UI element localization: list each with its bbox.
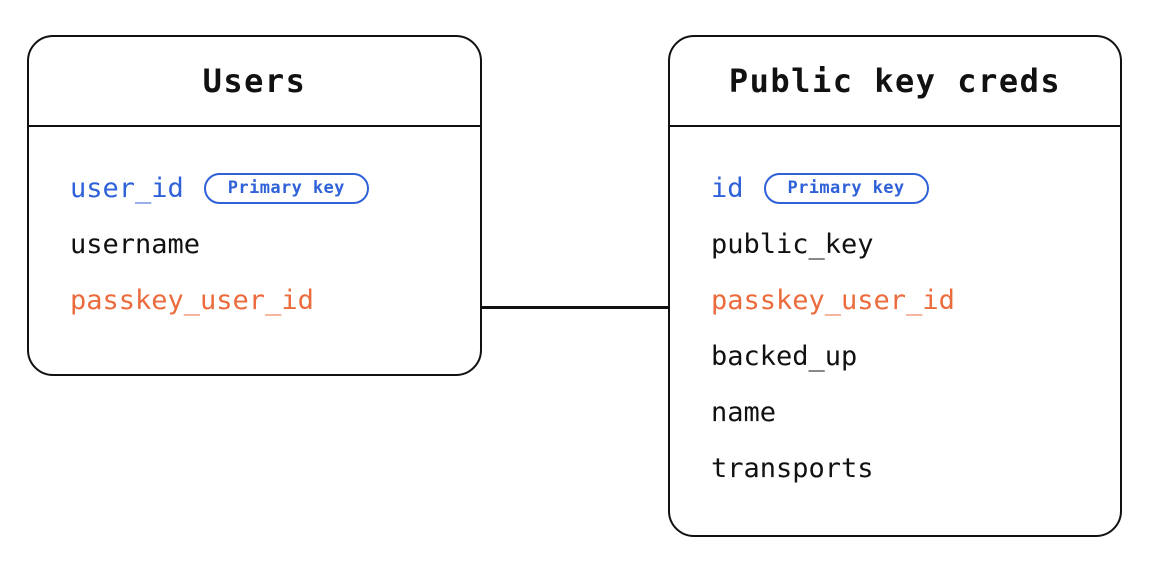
entity-users-fields: user_id Primary key username passkey_use… <box>29 127 480 328</box>
relationship-connector-users-to-public-key-creds <box>482 306 669 309</box>
field-row-id[interactable]: id Primary key <box>711 160 1120 216</box>
primary-key-badge-label: Primary key <box>787 177 905 198</box>
entity-users-title: Users <box>202 62 307 100</box>
field-row-username[interactable]: username <box>70 216 480 272</box>
field-label-name: name <box>711 396 777 428</box>
entity-public-key-creds-fields: id Primary key public_key passkey_user_i… <box>670 127 1120 496</box>
field-label-transports: transports <box>711 452 874 484</box>
primary-key-badge-public-key-creds: Primary key <box>763 172 929 204</box>
primary-key-badge-label: Primary key <box>227 177 345 198</box>
entity-public-key-creds-header: Public key creds <box>670 37 1120 127</box>
field-label-passkey-user-id: passkey_user_id <box>70 284 314 316</box>
field-row-backed-up[interactable]: backed_up <box>711 328 1120 384</box>
field-row-name[interactable]: name <box>711 384 1120 440</box>
field-row-transports[interactable]: transports <box>711 440 1120 496</box>
field-label-user-id: user_id <box>70 172 184 204</box>
entity-public-key-creds[interactable]: Public key creds id Primary key public_k… <box>668 35 1122 537</box>
field-label-public-key: public_key <box>711 228 874 260</box>
field-label-id: id <box>711 172 744 204</box>
entity-users-header: Users <box>29 37 480 127</box>
primary-key-badge-users: Primary key <box>203 172 369 204</box>
field-row-passkey-user-id-creds[interactable]: passkey_user_id <box>711 272 1120 328</box>
entity-public-key-creds-title: Public key creds <box>728 62 1062 100</box>
field-label-username: username <box>70 228 201 260</box>
field-label-passkey-user-id: passkey_user_id <box>711 284 955 316</box>
entity-users[interactable]: Users user_id Primary key username passk… <box>27 35 482 376</box>
field-row-passkey-user-id-users[interactable]: passkey_user_id <box>70 272 480 328</box>
field-row-public-key[interactable]: public_key <box>711 216 1120 272</box>
field-row-user-id[interactable]: user_id Primary key <box>70 160 480 216</box>
field-label-backed-up: backed_up <box>711 340 858 372</box>
